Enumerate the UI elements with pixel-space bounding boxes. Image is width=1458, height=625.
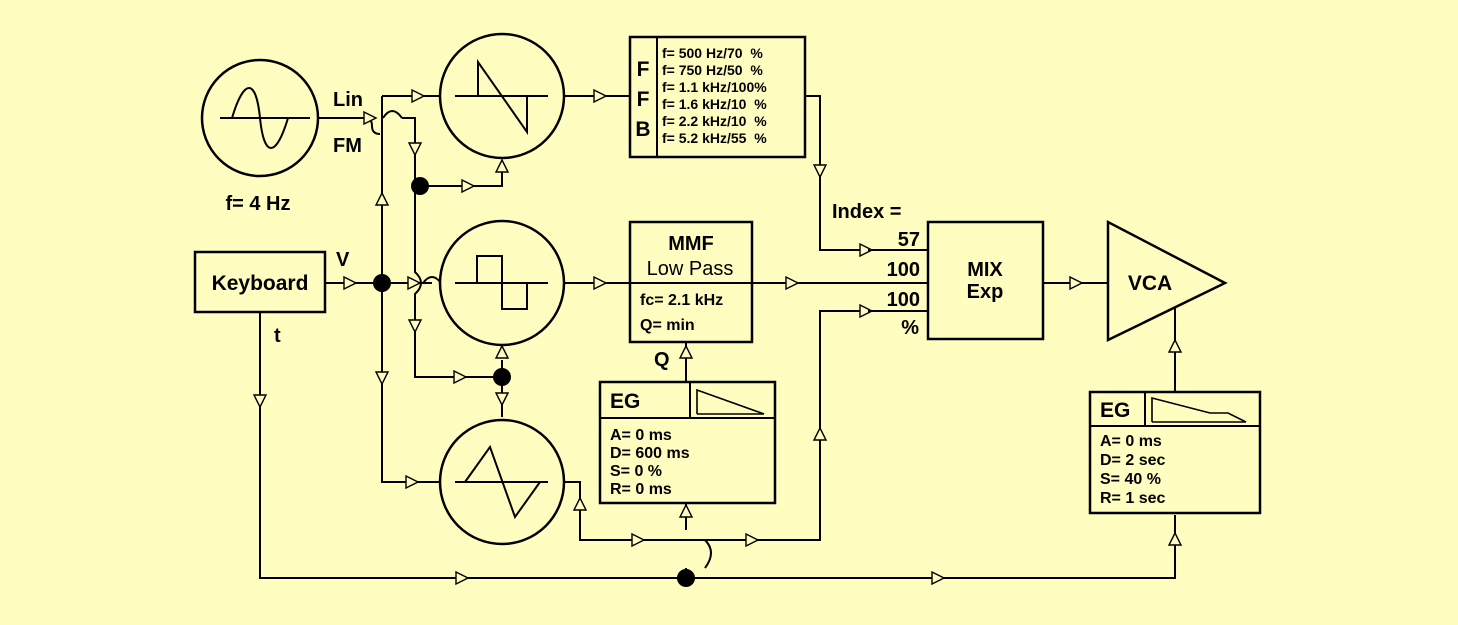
vca: VCA	[1106, 219, 1228, 342]
lfo-frequency-label: f= 4 Hz	[225, 193, 290, 215]
ffb-letter-3: B	[635, 118, 650, 141]
ffb-band-5: f= 2.2 kHz/10 %	[662, 113, 767, 129]
ffb-letter-1: F	[637, 58, 650, 81]
eg1-title: EG	[610, 390, 640, 413]
keyboard-t-label: t	[274, 325, 281, 347]
mmf-mode: Low Pass	[647, 258, 734, 280]
ffb-band-4: f= 1.6 kHz/10 %	[662, 96, 767, 112]
fm-label: FM	[333, 135, 362, 157]
ffb-band-6: f= 5.2 kHz/55 %	[662, 130, 767, 146]
mix-unit: %	[901, 317, 919, 339]
mix-level-2: 100	[887, 259, 920, 281]
signal-arrows	[252, 88, 1183, 586]
lfo-oscillator: f= 4 Hz	[200, 58, 320, 215]
eg2-release: R= 1 sec	[1100, 490, 1165, 507]
vca-triangle	[1106, 219, 1228, 342]
mix-level-1: 57	[898, 229, 920, 251]
eg1-sustain: S= 0 %	[610, 463, 662, 480]
mmf-filter: MMF Low Pass fc= 2.1 kHz Q= min Q	[628, 220, 754, 371]
mixer: Index = 57 100 100 % MIX Exp	[832, 201, 1045, 341]
mix-title: MIX	[967, 259, 1003, 281]
sawtooth-oscillator	[438, 32, 566, 160]
square-oscillator	[438, 219, 566, 347]
eg2-title: EG	[1100, 399, 1130, 422]
mix-level-3: 100	[887, 289, 920, 311]
decay-envelope-icon	[696, 388, 765, 415]
sine-wave-icon	[231, 87, 289, 149]
ffb-letter-2: F	[637, 88, 650, 111]
ffb-band-2: f= 750 Hz/50 %	[662, 62, 763, 78]
eg2-sustain: S= 40 %	[1100, 471, 1161, 488]
ffb-band-3: f= 1.1 kHz/100%	[662, 79, 767, 95]
triangle-oscillator	[438, 418, 566, 546]
eg2-decay: D= 2 sec	[1100, 452, 1165, 469]
adsr-envelope-icon	[1151, 396, 1247, 423]
eg1-release: R= 0 ms	[610, 481, 672, 498]
square-wave-icon	[476, 255, 528, 310]
junction-dots	[373, 177, 695, 587]
envelope-generator-2: EG A= 0 ms D= 2 sec S= 40 % R= 1 sec	[1088, 390, 1262, 515]
lin-label: Lin	[333, 89, 363, 111]
mmf-resonance: Q= min	[640, 317, 695, 334]
ffb-box	[628, 35, 807, 159]
keyboard-block: Keyboard V t	[193, 249, 350, 347]
mix-subtitle: Exp	[967, 281, 1004, 303]
keyboard-label: Keyboard	[212, 272, 309, 295]
mix-box	[926, 220, 1045, 341]
keyboard-v-label: V	[336, 249, 350, 271]
mix-index-label: Index =	[832, 201, 901, 223]
keyboard-box	[193, 250, 327, 314]
mmf-title: MMF	[668, 233, 714, 255]
eg1-box	[598, 380, 777, 505]
eg1-decay: D= 600 ms	[610, 445, 690, 462]
ffb-band-1: f= 500 Hz/70 %	[662, 45, 763, 61]
ffb-filter-bank: F F B f= 500 Hz/70 % f= 750 Hz/50 % f= 1…	[628, 35, 807, 159]
triangle-wave-icon	[464, 444, 541, 520]
mmf-cutoff: fc= 2.1 kHz	[640, 292, 723, 309]
eg2-box	[1088, 390, 1262, 515]
sawtooth-wave-icon	[477, 58, 528, 136]
eg1-attack: A= 0 ms	[610, 427, 672, 444]
envelope-generator-1: EG A= 0 ms D= 600 ms S= 0 % R= 0 ms	[598, 380, 777, 505]
mmf-q-input-label: Q	[654, 349, 670, 371]
vca-label: VCA	[1128, 272, 1172, 295]
eg2-attack: A= 0 ms	[1100, 433, 1162, 450]
